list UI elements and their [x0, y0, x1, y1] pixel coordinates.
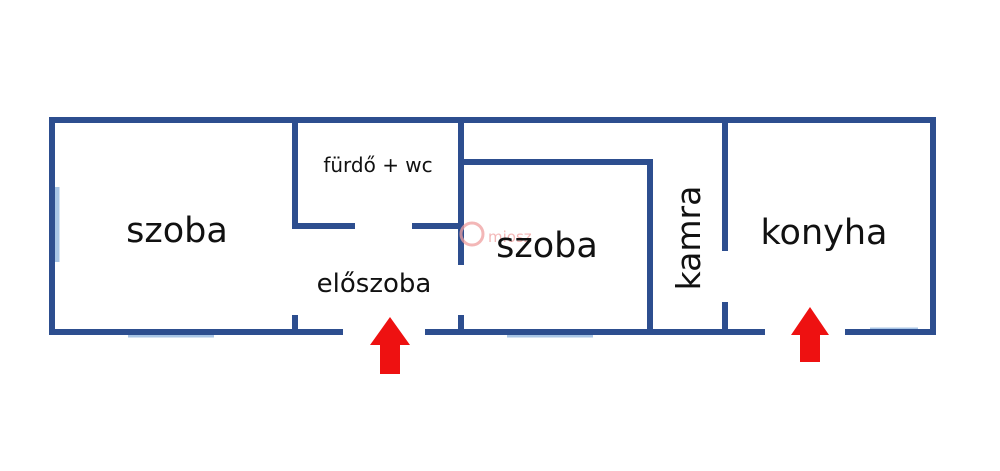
room-label-eloszoba: előszoba: [317, 269, 432, 299]
entrance-arrow-icon: [370, 317, 410, 374]
watermark-logo-icon: [459, 221, 485, 247]
entrance-arrows: [370, 307, 829, 374]
entrance-arrow-icon: [791, 307, 829, 362]
walls: [49, 117, 936, 335]
room-label-kamra: kamra: [669, 186, 708, 291]
room-label-szoba-middle: szoba: [496, 226, 598, 266]
watermark-text: miosz: [488, 228, 532, 246]
room-label-konyha: konyha: [761, 213, 888, 253]
watermark: miosz: [459, 221, 532, 247]
room-label-szoba-left: szoba: [126, 211, 228, 251]
windows: [52, 187, 918, 338]
room-labels: szoba fürdő + wc előszoba szoba kamra ko…: [126, 153, 887, 299]
room-label-furdo: fürdő + wc: [323, 153, 432, 177]
